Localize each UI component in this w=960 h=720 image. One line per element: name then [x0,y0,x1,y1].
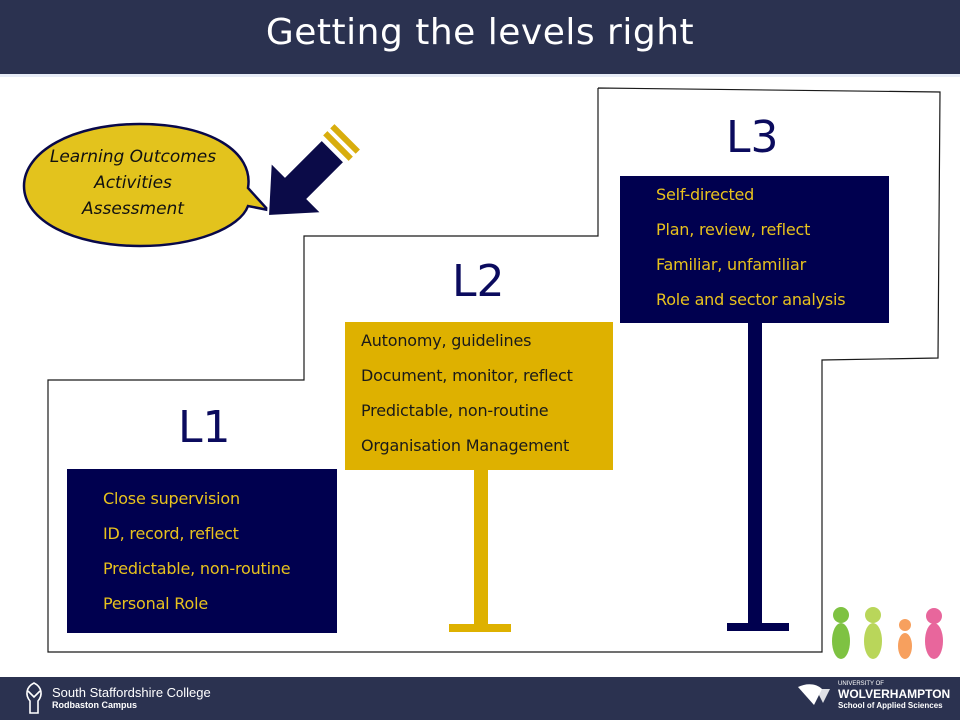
speech-bubble [22,122,272,248]
l3-box: Self-directed Plan, review, reflect Fami… [620,176,889,323]
title-bar: Getting the levels right [0,0,960,77]
college-emblem-icon [26,682,42,714]
university-logo: UNIVERSITY OF WOLVERHAMPTON School of Ap… [796,681,950,711]
l3-item: Familiar, unfamiliar [656,255,807,274]
bubble-text: Learning Outcomes Activities Assessment [30,144,236,222]
l2-item: Autonomy, guidelines [361,331,532,350]
college-logo: South Staffordshire College Rodbaston Ca… [22,681,211,715]
bubble-line: Learning Outcomes [49,147,217,167]
l3-item: Role and sector analysis [656,290,846,309]
footer-bar: South Staffordshire College Rodbaston Ca… [0,677,960,720]
l1-label: L1 [178,402,231,453]
l2-item: Predictable, non-routine [361,401,549,420]
university-emblem-icon [798,684,830,705]
l1-item: ID, record, reflect [103,524,239,543]
l3-base [727,623,789,631]
l1-item: Personal Role [103,594,208,613]
l2-box: Autonomy, guidelines Document, monitor, … [345,322,613,470]
slide-title: Getting the levels right [265,12,695,53]
l2-post [474,468,488,628]
l1-item: Predictable, non-routine [103,559,291,578]
college-name: South Staffordshire College [52,685,211,700]
bubble-line: Assessment [82,199,184,219]
l3-item: Plan, review, reflect [656,220,811,239]
l2-item: Organisation Management [361,436,570,455]
l2-label: L2 [452,256,505,307]
campus-name: Rodbaston Campus [52,700,138,710]
university-name: WOLVERHAMPTON [838,687,951,701]
people-figures-icon [832,607,943,659]
l3-item: Self-directed [656,185,755,204]
l1-box: Close supervision ID, record, reflect Pr… [67,469,337,633]
university-prefix: UNIVERSITY OF [838,681,884,687]
l1-item: Close supervision [103,489,240,508]
l2-item: Document, monitor, reflect [361,366,573,385]
l3-label: L3 [726,112,779,163]
bubble-line: Activities [94,173,172,193]
staircase-outline [47,87,941,653]
arrow-icon [266,124,360,218]
school-name: School of Applied Sciences [838,701,943,710]
l3-post [748,320,762,628]
l2-base [449,624,511,632]
